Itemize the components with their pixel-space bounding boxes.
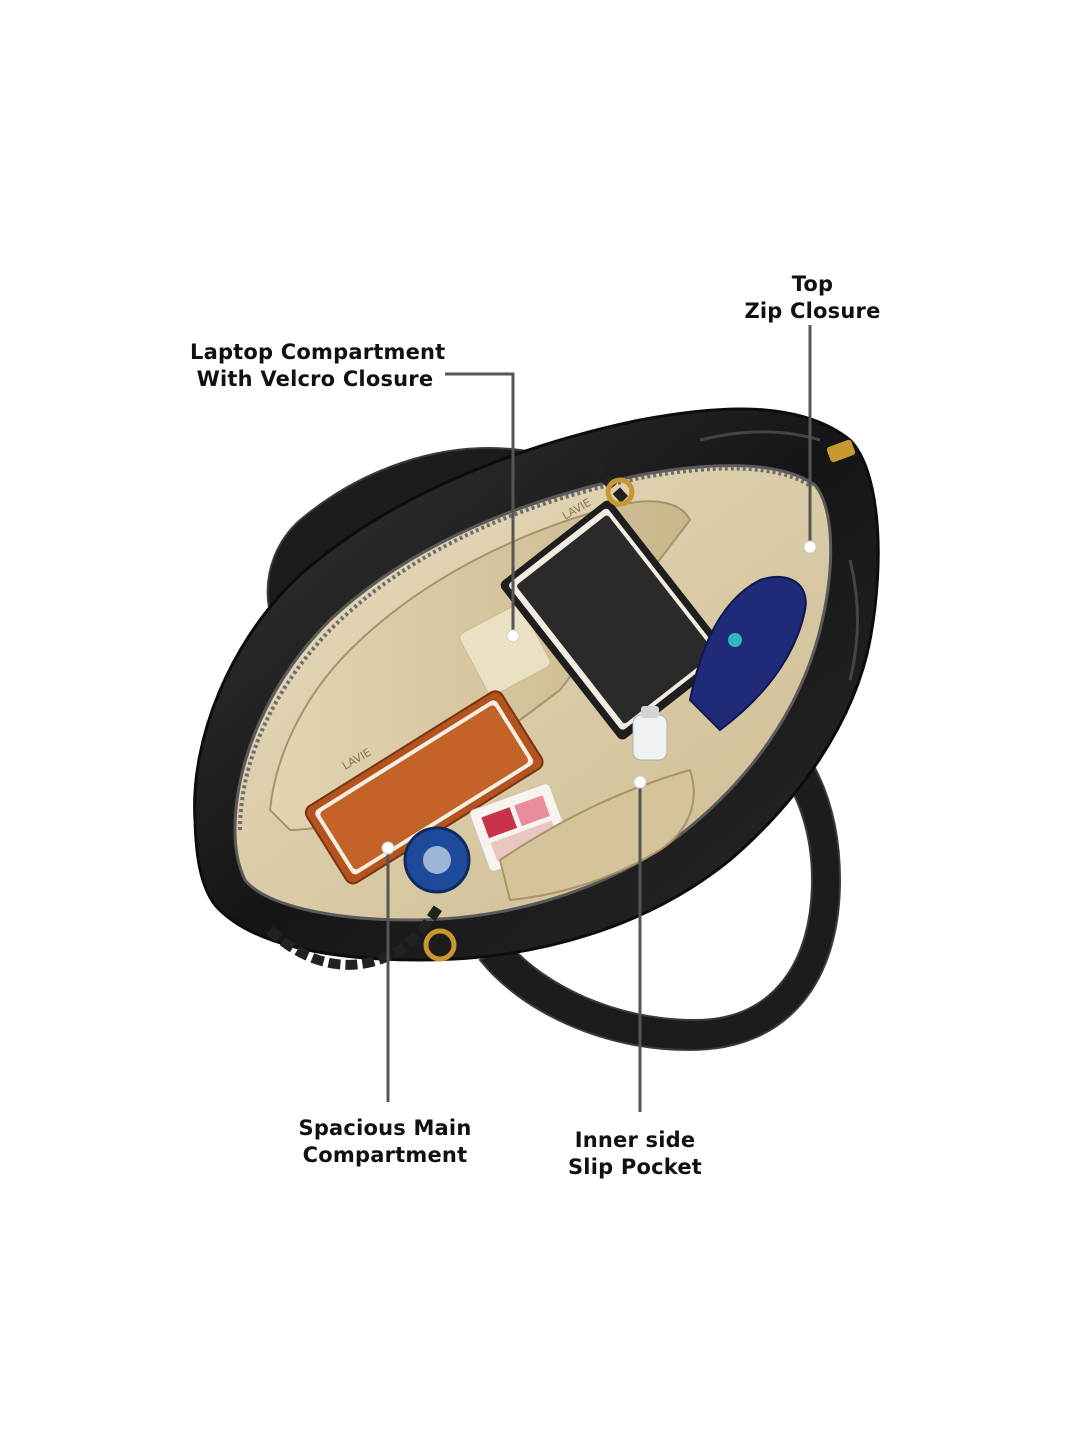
small-bottle [632,706,668,761]
callout-slip-line1: Inner side [574,1128,696,1152]
callout-dot-laptop [506,629,520,643]
callout-main-line1: Spacious Main [298,1116,472,1140]
orange-notebook [304,690,544,885]
quilt-seam [699,430,821,442]
zip-puller [826,439,856,463]
callout-dot-topzip [803,540,817,554]
gold-ring [605,477,635,507]
callout-laptop-line2: With Velcro Closure [196,367,434,391]
callout-top-zip-closure: Top Zip Closure [740,271,885,325]
callout-laptop-line1: Laptop Compartment [190,340,446,364]
callout-slip-line2: Slip Pocket [567,1155,702,1179]
chain-strap [266,902,445,970]
callout-slip-pocket: Inner side Slip Pocket [560,1127,710,1181]
blue-compact [403,826,471,894]
velcro-tab [459,604,551,696]
pouch-zip-pull-icon [728,633,742,647]
callout-line-laptop [445,372,515,635]
callout-main-compartment: Spacious Main Compartment [290,1115,480,1169]
inner-slip-pocket [498,768,695,902]
callout-topzip-line2: Zip Closure [744,299,881,323]
callout-dot-main [381,841,395,855]
quilt-seam [848,559,859,681]
callout-lines [386,325,812,1112]
black-notebook [500,500,730,740]
chain-strap-top [576,451,629,504]
callout-dot-slip [633,775,647,789]
gold-ring [423,928,457,962]
callout-dots [381,540,817,855]
callout-main-line2: Compartment [302,1143,468,1167]
blue-pouch [688,575,807,732]
callout-topzip-line1: Top [791,272,834,296]
callout-laptop-compartment: Laptop Compartment With Velcro Closure [190,339,446,393]
